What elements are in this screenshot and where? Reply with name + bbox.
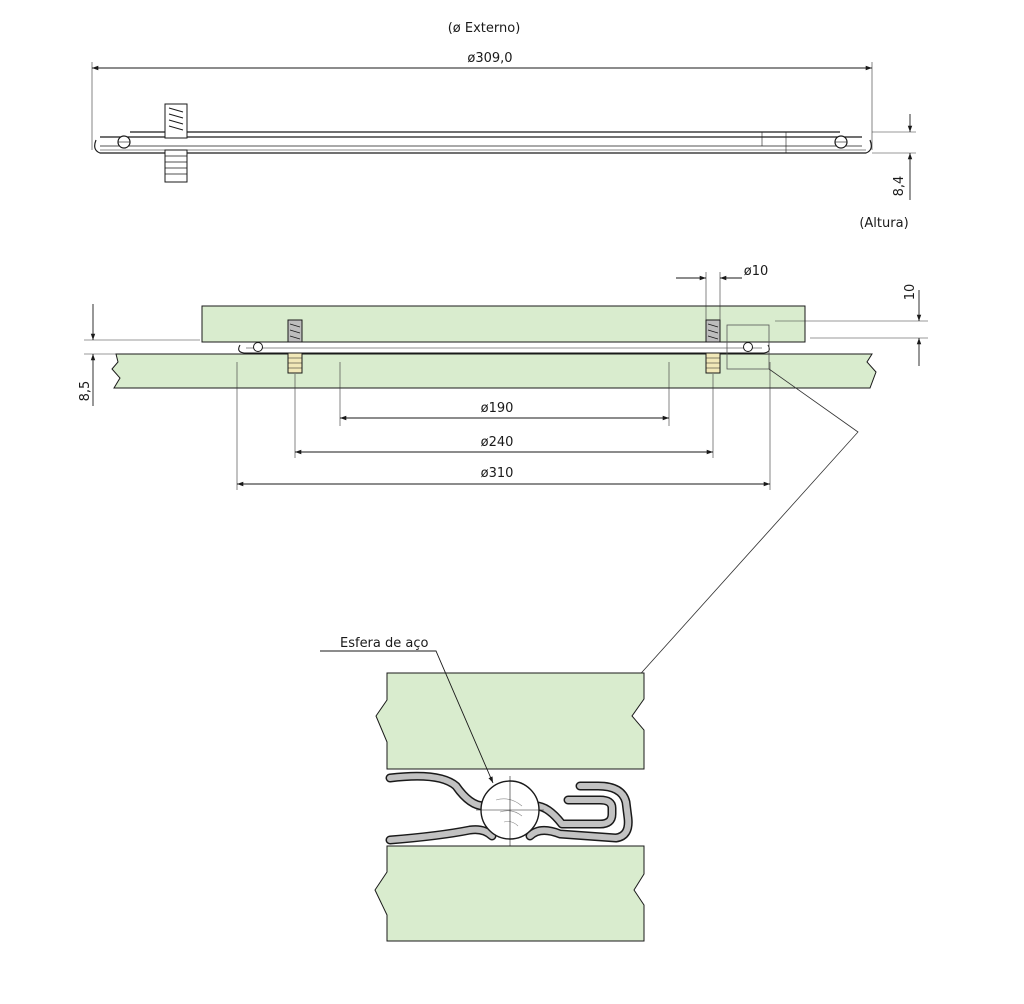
- ball-label: Esfera de aço: [340, 636, 429, 651]
- d240-label: ø240: [481, 435, 514, 450]
- outer-diameter-label: ø309,0: [467, 51, 512, 66]
- detail-view: Esfera de aço: [320, 636, 645, 942]
- height-value: 8,4: [892, 176, 907, 197]
- section-view: ø10 10 8,5 ø190 ø240 ø310: [78, 264, 928, 691]
- lower-board: [111, 353, 877, 389]
- section-anchor-left: [287, 319, 303, 374]
- detail-callout-box: [726, 324, 770, 370]
- section-turntable: [238, 341, 770, 354]
- gap-value: 10: [903, 284, 918, 301]
- hole-diameter-label: ø10: [744, 264, 769, 279]
- height-caption: (Altura): [859, 216, 908, 231]
- turntable-profile: [94, 131, 872, 154]
- top-view: (ø Externo) ø309,0: [91, 21, 916, 231]
- detail-upper-board: [375, 672, 645, 770]
- outer-caption: (ø Externo): [448, 21, 521, 36]
- screw-anchor: [164, 103, 188, 183]
- base-thickness-value: 8,5: [78, 381, 93, 402]
- ball-label-leader: [320, 650, 494, 784]
- section-anchor-right: [705, 319, 721, 374]
- detail-leader-line: [625, 368, 859, 691]
- d310-label: ø310: [481, 466, 514, 481]
- d190-label: ø190: [481, 401, 514, 416]
- detail-lower-board: [374, 845, 645, 942]
